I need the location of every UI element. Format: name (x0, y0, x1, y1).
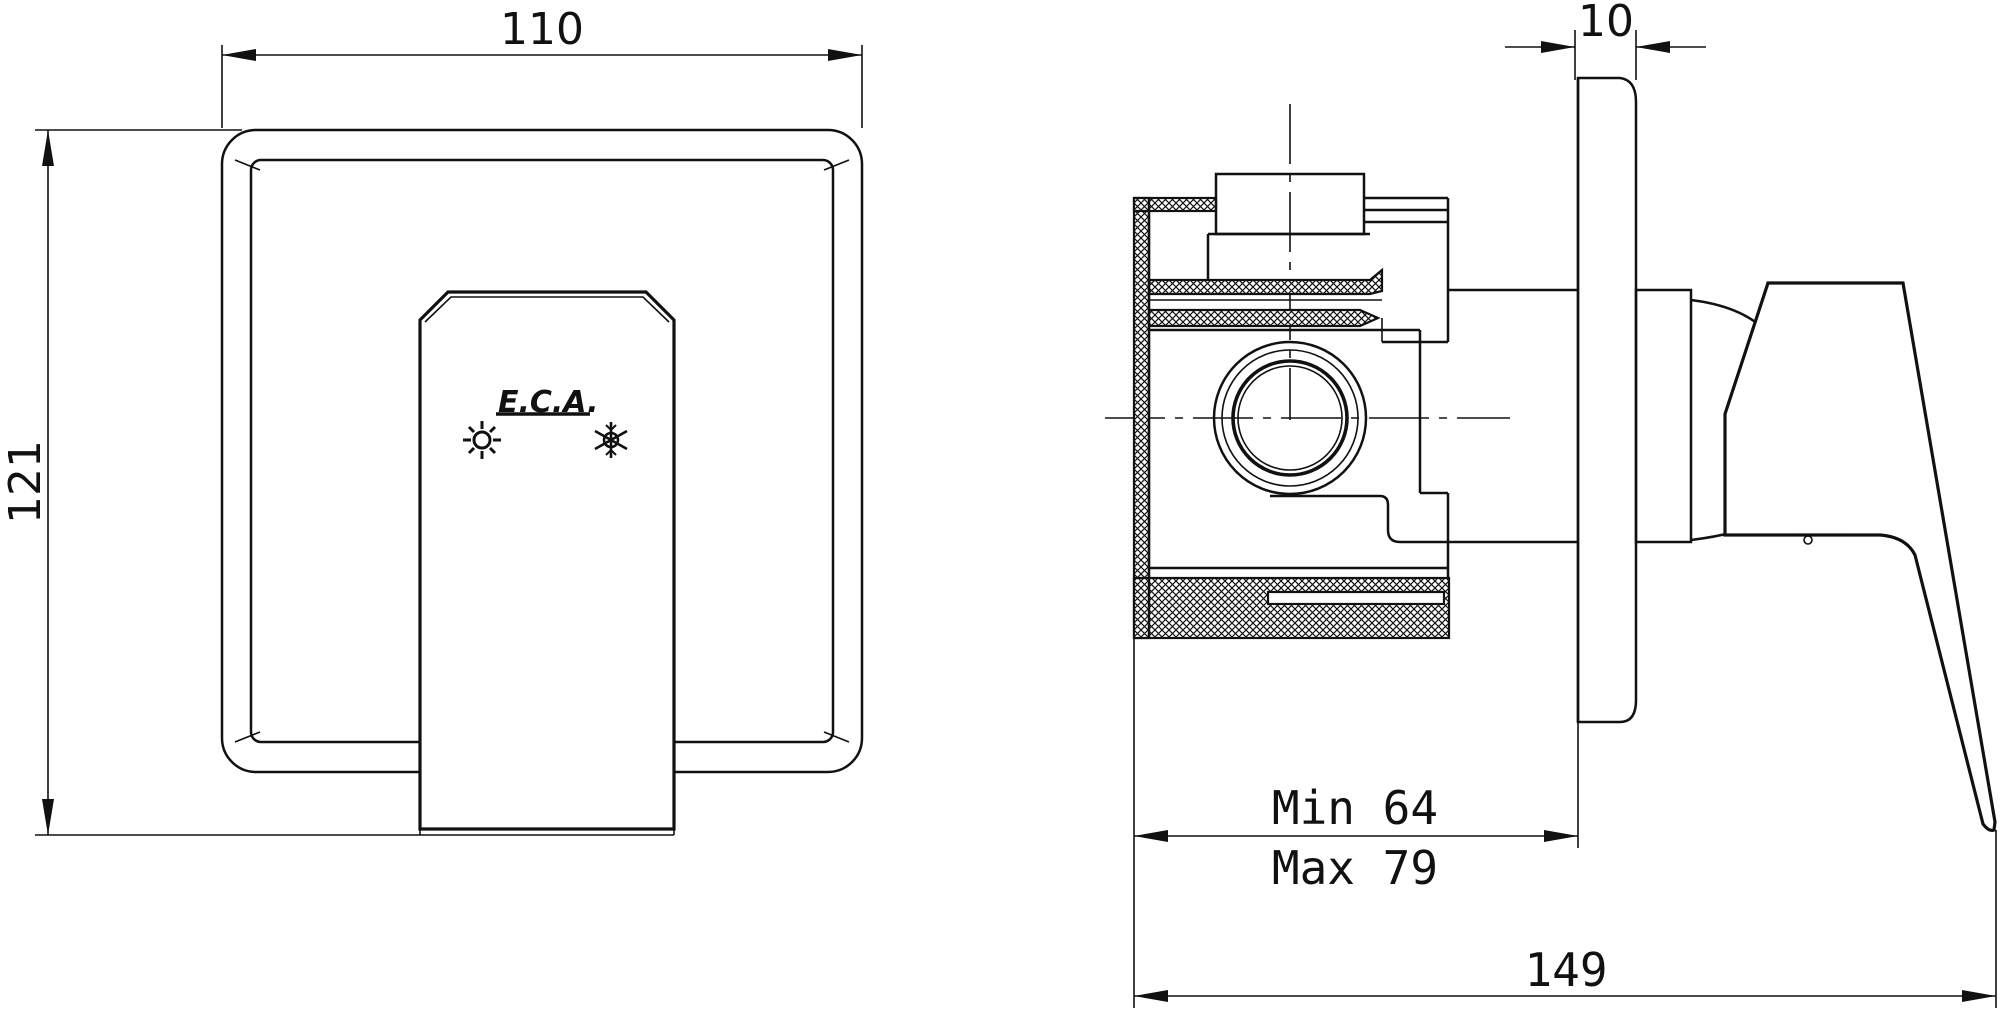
front-view: 110 121 E.C.A. (0, 4, 864, 836)
sun-icon (463, 421, 501, 459)
height-dimension: 121 (0, 129, 420, 836)
width-dimension-label: 110 (500, 4, 584, 55)
height-dimension-label: 121 (0, 440, 51, 524)
lever-handle-side (1723, 281, 1997, 832)
wall-plate-side (1576, 76, 1638, 724)
depth-max-label: Max 79 (1272, 841, 1438, 895)
lever-handle-front: E.C.A. (418, 290, 676, 836)
snowflake-icon (594, 422, 628, 458)
plate-thickness-dimension: 10 (1505, 0, 1706, 80)
width-dimension: 110 (221, 4, 863, 128)
side-view: 10 (1105, 0, 1997, 1008)
depth-min-label: Min 64 (1272, 781, 1438, 835)
overall-depth-dimension: 149 (1134, 830, 1997, 1008)
valve-body (1147, 172, 1578, 638)
mounting-depth-dimension: Min 64 Max 79 (1133, 638, 1579, 1008)
overall-depth-label: 149 (1524, 943, 1607, 997)
plate-thickness-label: 10 (1578, 0, 1634, 47)
inlet-fitting (1212, 340, 1368, 496)
